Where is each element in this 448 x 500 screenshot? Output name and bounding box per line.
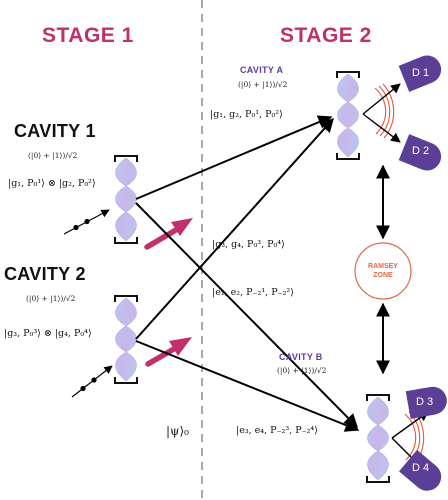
ramsey-zone-line2: ZONE [373,272,393,279]
cavity-1-superposition: (|0⟩ + |1⟩)/√2 [28,151,78,160]
arrow-c1-to-b [135,202,358,428]
atom-beam-1 [63,209,110,235]
cavity-b-state: |e₃, e₄, P₋₂³, P₋₂⁴⟩ [236,425,318,436]
cavity-b-title: CAVITY B [279,352,323,362]
drive-arrow-1 [144,218,193,250]
initial-state-psi: |ψ⟩₀ [166,424,189,438]
drive-arrow-2 [145,337,192,367]
detector-d4 [399,449,442,491]
cavity-a-title: CAVITY A [240,65,284,75]
cavity-2-superposition: (|0⟩ + |1⟩)/√2 [26,294,76,303]
cavity-a-superposition: (|0⟩ + |1⟩)/√2 [238,80,288,89]
routing-arrows [135,115,360,432]
cavity-b-superposition: (|0⟩ + |1⟩)/√2 [277,366,327,375]
detector-d3 [405,386,447,419]
stage-1-title: STAGE 1 [42,24,134,47]
detector-d2-label: D 2 [412,145,430,157]
arrow-c2-to-b [135,340,360,432]
atom-beam-2 [71,365,113,398]
mid-state-1: |g₃, g₄, P₀³, P₀⁴⟩ [212,239,285,250]
cavity-b-resonator [366,394,390,483]
cavity-2-state: |g₃, P₀³⟩ ⊗ |g₄, P₀⁴⟩ [4,328,92,339]
cavity-1-resonator [114,155,138,244]
mid-state-2: |e₁, e₂, P₋₂¹, P₋₂²⟩ [212,287,294,298]
cavity-2-title: CAVITY 2 [4,264,86,284]
cavity-1-state: |g₁, P₀¹⟩ ⊗ |g₂, P₀²⟩ [8,178,96,189]
arrow-c1-to-a [135,115,333,200]
detector-d3-label: D 3 [416,396,434,408]
ramsey-zone-line1: RAMSEY [368,263,398,270]
cavity-a-resonator [336,71,360,160]
output-arrows-a [362,83,401,143]
detector-d4-label: D 4 [412,462,430,474]
ramsey-zone-circle [354,242,412,300]
cavity-a-state: |g₁, g₂, P₀¹, P₀²⟩ [210,109,283,120]
arrow-c2-to-a [135,117,334,340]
stage-2-title: STAGE 2 [280,24,372,47]
detector-d1-label: D 1 [412,67,430,79]
detector-d2 [398,134,442,171]
cavity-2-resonator [114,295,138,384]
ramsey-zone-label: RAMSEY ZONE [363,262,403,280]
cavity-1-title: CAVITY 1 [14,121,96,141]
detector-d1 [398,55,442,92]
